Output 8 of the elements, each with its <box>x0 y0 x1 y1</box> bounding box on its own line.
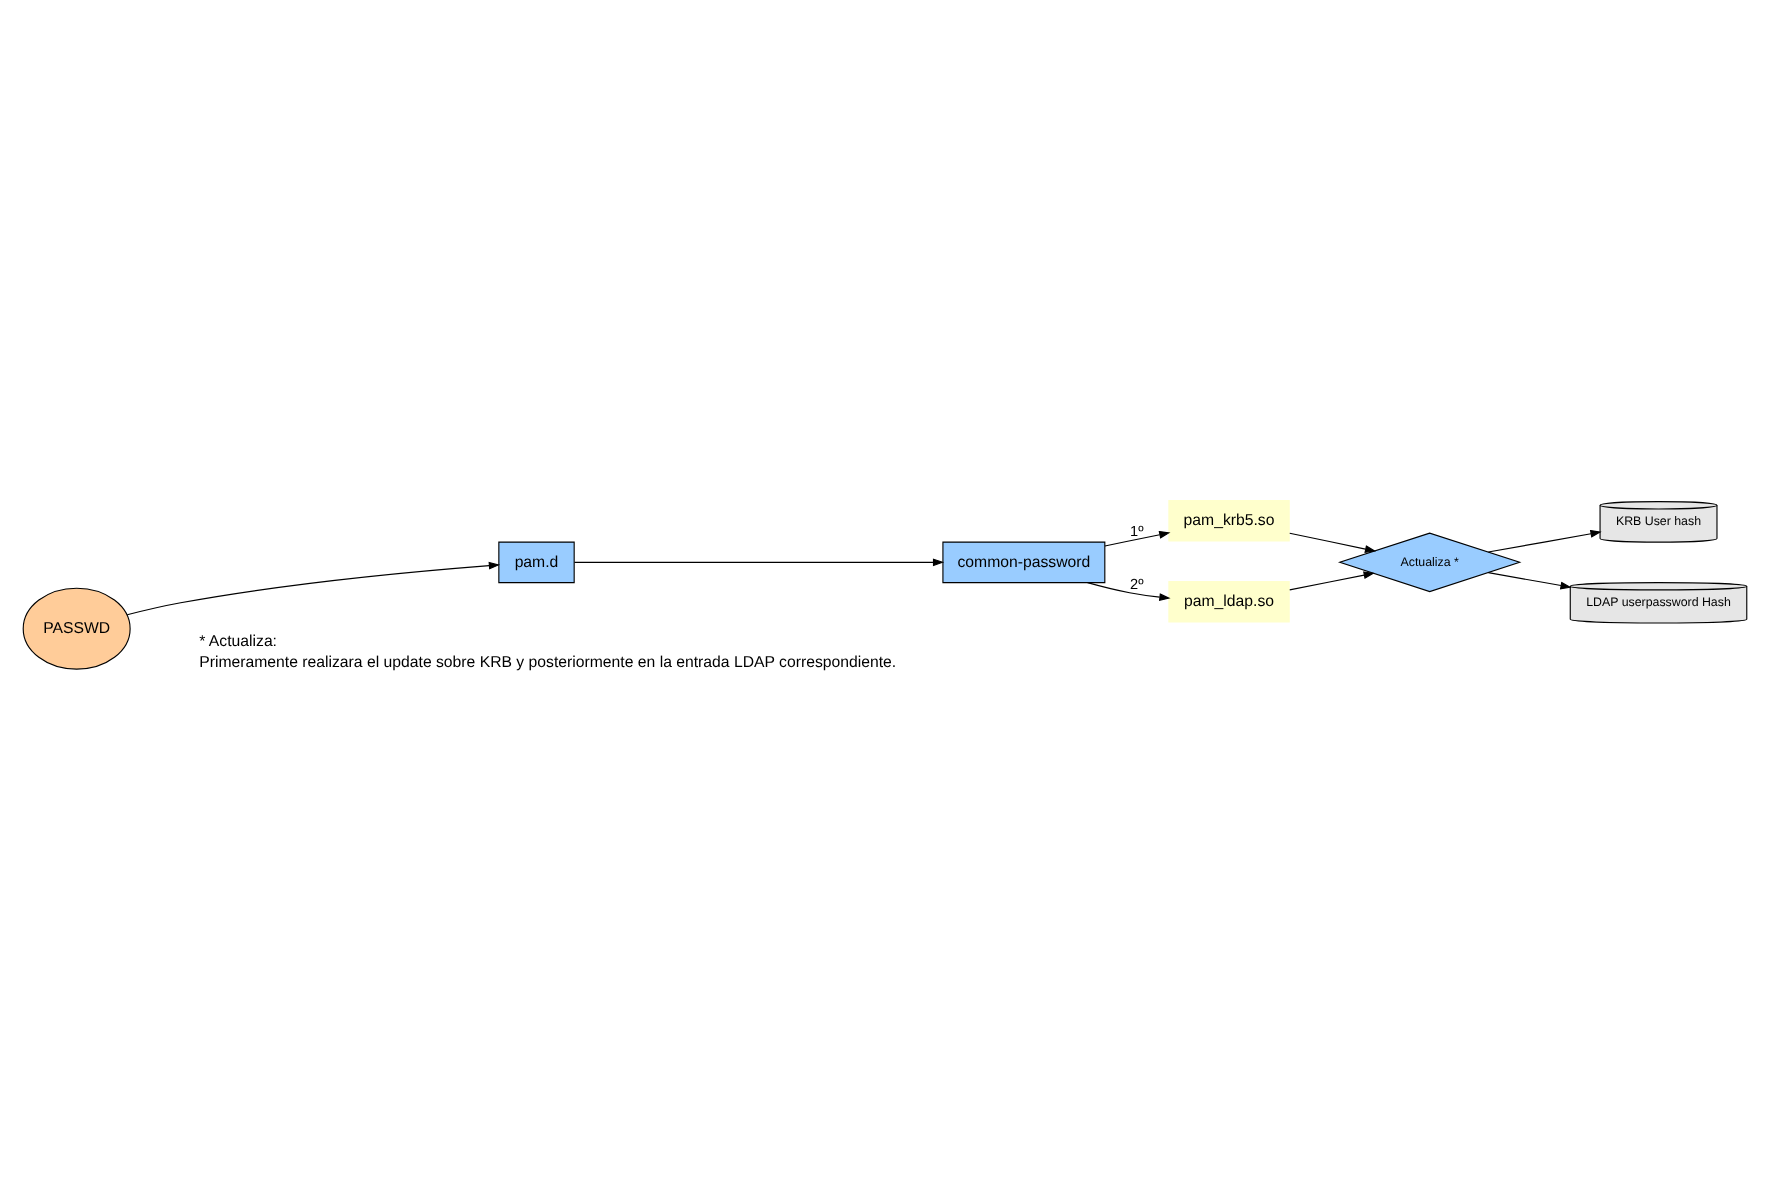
arrow <box>1289 571 1375 591</box>
arrow <box>1487 572 1572 590</box>
arrow <box>1104 530 1171 547</box>
arrow <box>126 561 501 616</box>
arrow <box>1087 582 1171 602</box>
arrow <box>1487 529 1602 553</box>
arrow <box>573 558 945 567</box>
arrow <box>1289 532 1377 553</box>
